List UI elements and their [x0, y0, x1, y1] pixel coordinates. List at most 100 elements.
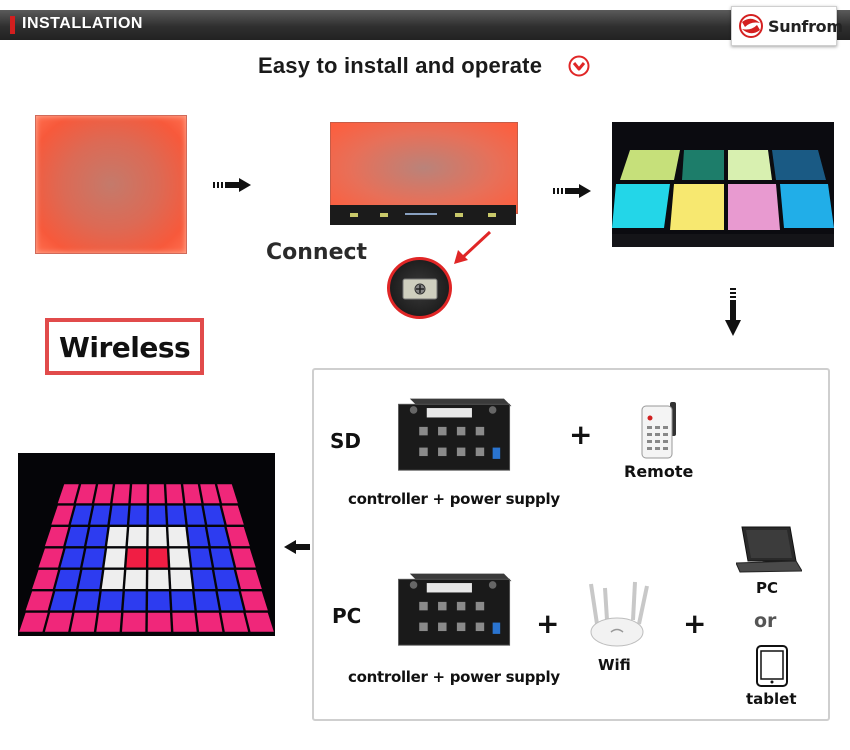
floor-tile: [124, 569, 146, 589]
panel-edge: [330, 205, 516, 225]
floor-tile: [214, 569, 239, 589]
floor-tile: [51, 505, 74, 525]
floor-tile: [231, 548, 256, 568]
chevron-down-circle-icon: [568, 55, 590, 77]
header-bar: [0, 10, 850, 40]
floor-tile: [96, 612, 122, 632]
floor-tile: [44, 527, 69, 547]
floor-tile: [148, 484, 165, 504]
floor-tile: [148, 527, 167, 547]
floor-tile: [123, 591, 146, 611]
floor-tile: [65, 527, 88, 547]
floor-tile: [99, 591, 123, 611]
brand-logo: Sunfrom: [731, 6, 843, 46]
floor-tile: [90, 505, 111, 525]
red-pointer-arrow-icon: [454, 230, 492, 264]
header-title: INSTALLATION: [22, 15, 143, 32]
remote-control-icon: [641, 402, 676, 459]
dance-floor-pattern-image: [18, 453, 275, 636]
wireless-badge: Wireless: [45, 318, 204, 375]
floor-tile: [55, 569, 81, 589]
floor-tile: [38, 548, 64, 568]
floor-tile: [25, 591, 53, 611]
power-connector-icon: [387, 257, 452, 319]
floor-tile: [200, 484, 220, 504]
floor-tile: [167, 505, 186, 525]
plus-sign: +: [536, 607, 560, 640]
floor-tile: [130, 484, 147, 504]
connect-label: Connect: [266, 240, 368, 265]
floor-tile: [70, 505, 92, 525]
page-subtitle: Easy to install and operate: [258, 53, 543, 78]
pc-controller-label: controller + power supply: [348, 668, 560, 686]
floor-tile: [185, 505, 205, 525]
floor-tile: [226, 527, 250, 547]
led-panel-image: [35, 115, 187, 254]
floor-tile: [109, 505, 129, 525]
arrow-icon: [213, 178, 251, 192]
floor-tile: [76, 484, 96, 504]
floor-tile: [245, 612, 274, 632]
floor-tile: [112, 484, 130, 504]
pc-mode-label: PC: [332, 604, 362, 628]
logo-text: Sunfrom: [768, 17, 843, 36]
floor-tile: [148, 569, 169, 589]
tablet-icon: [756, 645, 788, 687]
floor-tile: [236, 569, 262, 589]
floor-tile: [196, 612, 223, 632]
floor-tile: [170, 569, 193, 589]
panel-direction-mark: [405, 213, 437, 215]
sd-mode-label: SD: [330, 429, 362, 453]
floor-tile: [107, 527, 127, 547]
wifi-label: Wifi: [598, 656, 631, 674]
panel-port: [488, 213, 496, 217]
tablet-label: tablet: [746, 690, 797, 708]
floor-tile: [240, 591, 268, 611]
floor-tile: [32, 569, 59, 589]
pc-label: PC: [756, 579, 779, 597]
floor-tile: [221, 612, 249, 632]
or-label: or: [754, 610, 777, 632]
floor-tile: [44, 612, 73, 632]
floor-tile: [169, 548, 190, 568]
floor-tile: [60, 548, 84, 568]
floor-tile: [82, 548, 105, 568]
lit-dance-floor-image: [612, 122, 834, 247]
floor-tile: [217, 591, 244, 611]
floor-tile: [104, 548, 126, 568]
header-accent: [10, 16, 15, 34]
floor-tile: [129, 505, 147, 525]
panel-top: [330, 122, 518, 214]
floor-tile: [127, 527, 147, 547]
floor-tile: [203, 505, 225, 525]
floor-tile: [122, 612, 146, 632]
floor-tile: [166, 484, 184, 504]
floor-tile: [101, 569, 124, 589]
floor-tile: [126, 548, 147, 568]
arrow-down-icon: [725, 288, 741, 336]
floor-tile: [172, 612, 197, 632]
floor-tile: [190, 548, 212, 568]
panel-port: [350, 213, 358, 217]
floor-tile: [207, 527, 230, 547]
controller-box-icon: [398, 398, 512, 471]
floor-tile: [221, 505, 244, 525]
floor-tile: [70, 612, 97, 632]
floor-tile: [148, 548, 168, 568]
wireless-label: Wireless: [59, 331, 191, 364]
floor-tile: [50, 591, 77, 611]
floor-tile: [19, 612, 48, 632]
floor-tile: [86, 527, 108, 547]
remote-label: Remote: [624, 462, 694, 481]
floor-tile: [57, 484, 79, 504]
floor-tile: [78, 569, 102, 589]
floor-tile: [210, 548, 234, 568]
floor-tile: [94, 484, 113, 504]
floor-tile: [147, 591, 170, 611]
floor-tile: [192, 569, 216, 589]
floor-tile: [187, 527, 209, 547]
sd-controller-label: controller + power supply: [348, 490, 560, 508]
wifi-router-icon: [589, 581, 649, 647]
logo-swirl-icon: [739, 14, 763, 38]
floor-tile: [168, 527, 188, 547]
